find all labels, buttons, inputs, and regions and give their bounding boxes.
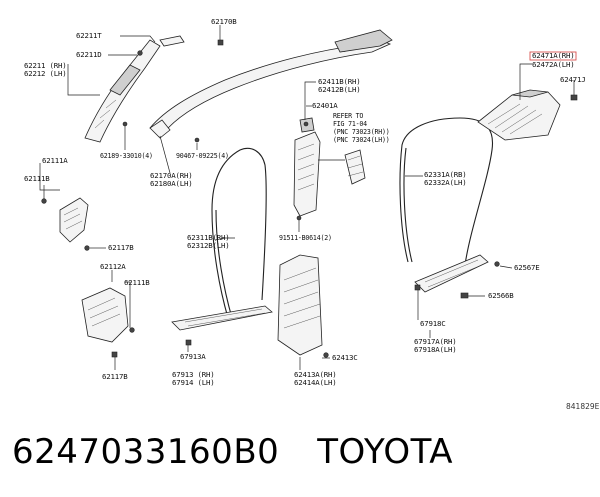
- cowl-side-trim-lower: [81, 287, 129, 343]
- clip-62117b-bot: [111, 351, 118, 358]
- highlighted-part-callout: [529, 51, 577, 61]
- label-62211-rh: 62211 (RH): [24, 61, 67, 70]
- label-62411b: 62411B(RH): [318, 77, 361, 86]
- label-62170b: 62170B: [211, 17, 237, 26]
- clip-62566b: [460, 292, 469, 299]
- rear-door-opening-trim: [399, 117, 494, 266]
- label-62211d: 62211D: [76, 50, 102, 59]
- label-62112a: 62112A: [100, 262, 126, 271]
- seat-belt-reference: [344, 149, 366, 185]
- label-62212-lh: 62212 (LH): [24, 69, 67, 78]
- label-62412b: 62412B(LH): [318, 85, 361, 94]
- center-pillar-garnish-lower: [277, 254, 323, 356]
- brand-name: TOYOTA: [317, 432, 454, 472]
- label-62567e: 62567E: [514, 263, 540, 272]
- label-62331a: 62331A(RB): [424, 170, 467, 179]
- clip-62111b-top: [41, 198, 47, 204]
- label-67918a: 67918A(LH): [414, 345, 457, 354]
- roof-side-inner-garnish: [477, 89, 561, 141]
- screw-62189: [122, 121, 128, 127]
- diagram-reference-code: 841829E: [566, 402, 600, 411]
- clip-62211d: [137, 50, 143, 56]
- part-labels: 62211T 62211D 62211 (RH) 62212 (LH) 6217…: [24, 17, 586, 387]
- leader-lines: [39, 25, 575, 370]
- footer-caption: 6247033160B0 TOYOTA: [12, 432, 453, 472]
- clip-90467: [194, 137, 200, 143]
- clip-62401a: [303, 121, 309, 127]
- cowl-side-trim: [59, 197, 89, 243]
- label-62180a: 62180A(LH): [150, 179, 193, 188]
- label-67913a: 67913A: [180, 352, 206, 361]
- front-pillar-garnish: [84, 35, 185, 143]
- clip-62471j: [570, 94, 578, 101]
- clip-62117b-top: [84, 245, 90, 251]
- label-62566b: 62566B: [488, 291, 514, 300]
- clip-62170b: [217, 39, 224, 46]
- label-62170a: 62170A(RH): [150, 171, 193, 180]
- label-67917a: 67917A(RH): [414, 337, 457, 346]
- label-refer-3: (PNC 73023(RH)): [333, 128, 390, 136]
- label-62401a: 62401A: [312, 101, 338, 110]
- label-62332a: 62332A(LH): [424, 178, 467, 187]
- screw-91511: [296, 215, 302, 221]
- clip-62111b-bot: [129, 327, 135, 333]
- label-62471a: 62471A(RH): [532, 51, 575, 60]
- front-door-opening-trim: [211, 147, 267, 319]
- label-67918c: 67918C: [420, 319, 446, 328]
- center-pillar-garnish-upper: [293, 117, 321, 217]
- label-67914: 67914 (LH): [172, 378, 215, 387]
- label-62311b: 62311B(RH): [187, 233, 230, 242]
- label-62472a: 62472A(LH): [532, 60, 575, 69]
- label-62414a: 62414A(LH): [294, 378, 337, 387]
- label-62413c: 62413C: [332, 353, 358, 362]
- roof-side-rail-trim: [149, 29, 393, 139]
- label-62189: 62189-33010(4): [100, 152, 153, 160]
- rear-door-scuff-plate: [414, 254, 489, 293]
- label-62111b-bot: 62111B: [124, 278, 150, 287]
- clip-67913a: [185, 339, 192, 346]
- label-refer-2: FIG 71-04: [333, 120, 367, 128]
- label-62117b-bot: 62117B: [102, 372, 128, 381]
- label-62211t: 62211T: [76, 31, 102, 40]
- front-door-scuff-plate: [171, 305, 273, 331]
- clip-62413c: [323, 352, 329, 358]
- label-refer-4: (PNC 73024(LH)): [333, 136, 390, 144]
- clip-67918c: [414, 284, 421, 291]
- label-62312b: 62312B(LH): [187, 241, 230, 250]
- label-62111a: 62111A: [42, 156, 68, 165]
- label-62111b-top: 62111B: [24, 174, 50, 183]
- label-90467: 90467-09225(4): [176, 152, 229, 160]
- label-91511: 91511-B0614(2): [279, 234, 332, 242]
- label-refer-1: REFER TO: [333, 112, 363, 120]
- label-62471j: 62471J: [560, 75, 586, 84]
- label-62117b-top: 62117B: [108, 243, 134, 252]
- label-62413a: 62413A(RH): [294, 370, 337, 379]
- part-number: 6247033160B0: [12, 432, 280, 472]
- clip-62567e: [494, 261, 500, 267]
- label-67913: 67913 (RH): [172, 370, 215, 379]
